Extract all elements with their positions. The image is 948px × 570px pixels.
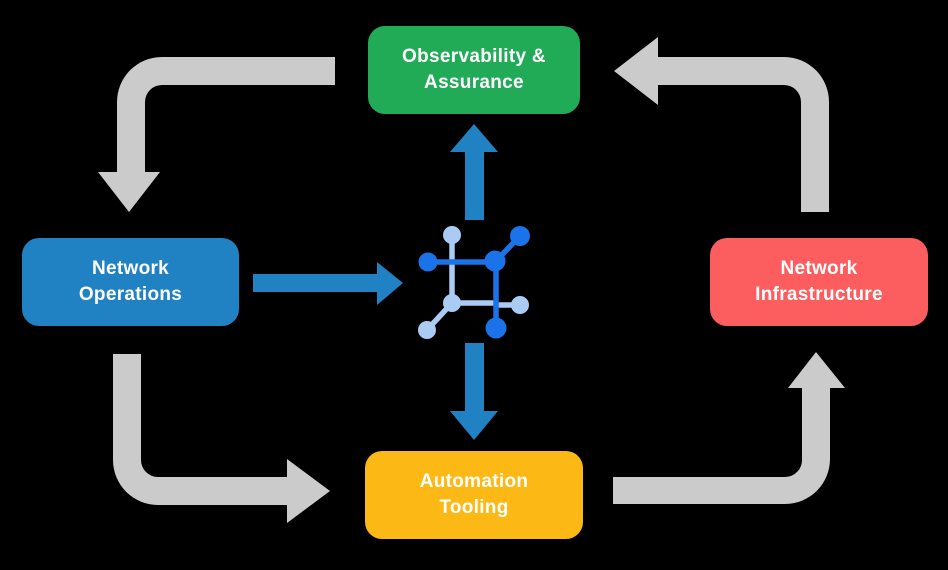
arrow-observability-to-operations (98, 57, 335, 212)
arrow-infrastructure-to-observability (614, 37, 829, 212)
node-network-operations-label: Network Operations (78, 258, 183, 305)
node-network-infrastructure-label: Network Infrastructure (755, 258, 883, 305)
node-network-operations: Network Operations (22, 238, 239, 326)
arrow-operations-to-automation (113, 354, 330, 523)
arrow-center-to-automation (450, 343, 498, 440)
arrow-center-to-observability (450, 124, 498, 220)
arrow-automation-to-infrastructure (613, 352, 845, 504)
network-mesh-icon (418, 226, 530, 339)
arrow-operations-to-center (253, 262, 403, 305)
node-automation-tooling: Automation Tooling (365, 451, 583, 539)
node-automation-tooling-label: Automation Tooling (419, 471, 529, 518)
node-observability-assurance: Observability & Assurance (368, 26, 580, 114)
node-observability-assurance-label: Observability & Assurance (402, 46, 546, 93)
node-network-infrastructure: Network Infrastructure (710, 238, 928, 326)
